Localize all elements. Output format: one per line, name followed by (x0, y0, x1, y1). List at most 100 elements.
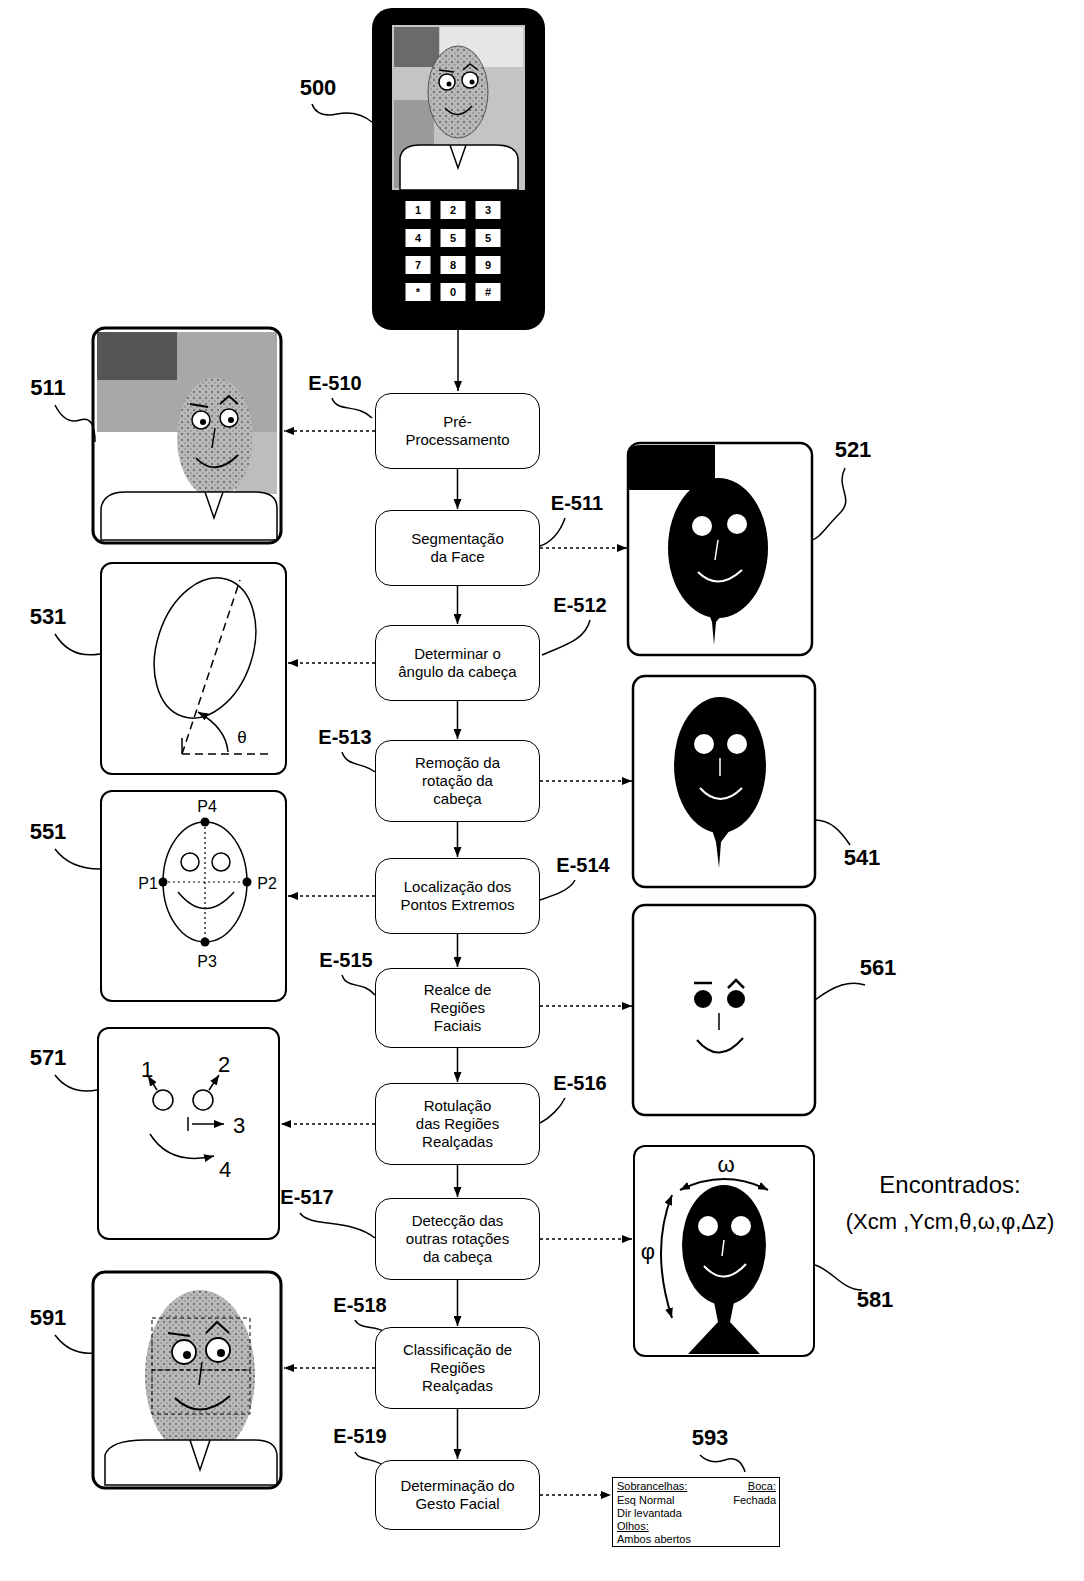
symbol-label: 4 (219, 1159, 231, 1181)
key-label: 4 (415, 233, 421, 244)
eyebrow (694, 982, 712, 985)
key (440, 201, 466, 220)
face-mask (668, 478, 768, 618)
symbol-label: 3 (233, 1115, 245, 1137)
step-label: E-519 (333, 1426, 386, 1446)
eye (212, 853, 230, 871)
neck (712, 830, 730, 868)
nose (199, 1362, 202, 1385)
flow-arrow (457, 330, 459, 391)
leader-line (55, 405, 95, 442)
yaw-arc (680, 1179, 768, 1190)
step-text: Localização dos Pontos Extremos (399, 878, 517, 914)
leader-line (815, 820, 850, 845)
callout-number: 541 (844, 847, 881, 869)
callout-number: 511 (30, 377, 66, 399)
dotted-arrow (284, 1367, 375, 1369)
note-text: Encontrados: (879, 1173, 1020, 1197)
flow-arrow (457, 822, 459, 857)
eye (192, 411, 210, 429)
callout-number: 521 (835, 439, 872, 461)
leader-line (55, 1335, 93, 1353)
step-text: Determinação do Gesto Facial (398, 1477, 518, 1513)
mouth (178, 892, 234, 909)
leader-line (815, 983, 865, 1000)
step-text: Pré- Processamento (403, 413, 513, 449)
dotted-arrow (540, 1238, 632, 1240)
step-label: E-513 (318, 727, 371, 747)
flow-arrow (457, 1280, 459, 1326)
callout-number: 561 (860, 957, 897, 979)
eyebrow (439, 64, 478, 72)
eye (727, 990, 745, 1008)
illustration-panel: 1234 (97, 1027, 280, 1240)
pupil (183, 1351, 191, 1359)
mouth (196, 455, 238, 467)
step-label: E-512 (553, 595, 606, 615)
panel-border (633, 905, 815, 1115)
leader-line (812, 468, 846, 540)
symbol-label: θ (237, 729, 246, 746)
note-text: (Xcm ,Ycm,θ,ω,φ,Δz) (846, 1211, 1055, 1233)
step-label: E-511 (551, 493, 603, 513)
collar (205, 492, 223, 518)
flow-arrow (457, 1165, 459, 1197)
callout-number: 500 (300, 77, 337, 99)
eye (727, 514, 747, 534)
leader-line (312, 104, 372, 122)
axis-line (163, 822, 247, 942)
key-label: 2 (450, 205, 456, 216)
key (440, 229, 466, 248)
symbol-label: 2 (218, 1054, 230, 1076)
dotted-arrow (288, 662, 375, 664)
symbol-label: ω (717, 1154, 734, 1176)
illustration-panel: θ (100, 562, 287, 775)
mouth (175, 1396, 230, 1410)
nose (212, 428, 215, 448)
callout-number: 531 (30, 606, 67, 628)
dotted-arrow (540, 1005, 632, 1007)
key (405, 283, 431, 302)
leader-line (300, 1213, 375, 1238)
leader-line (342, 975, 375, 995)
pupil (200, 419, 206, 425)
keypad (405, 201, 501, 302)
leader-line (540, 1098, 565, 1123)
step-label: E-518 (333, 1295, 386, 1315)
step-text: Remoção da rotação da cabeça (408, 754, 508, 808)
symbol-label: P4 (197, 799, 217, 815)
panel-background (93, 328, 281, 543)
region-box (152, 1318, 250, 1370)
eye (692, 516, 712, 536)
key (475, 283, 501, 302)
key-label: 7 (415, 260, 421, 271)
eye (731, 1216, 751, 1236)
panel-border (633, 676, 815, 887)
key-label: 9 (485, 260, 491, 271)
key-label: * (416, 287, 420, 298)
shirt (101, 492, 277, 540)
leader-line (700, 1455, 745, 1472)
symbol-label: P2 (257, 876, 277, 892)
label-arrow (192, 1123, 224, 1125)
pupil (228, 417, 234, 423)
callout-number: 551 (30, 821, 67, 843)
nose (722, 1240, 724, 1256)
phone-body (372, 8, 545, 330)
callout-number: 593 (692, 1427, 729, 1449)
panel-border (628, 443, 812, 655)
step-label: E-517 (280, 1187, 333, 1207)
preprocessed-image (93, 328, 281, 543)
step-label: E-516 (553, 1073, 606, 1093)
process-box: Classificação de Regiões Realçadas (375, 1327, 540, 1409)
leader-line (542, 620, 590, 655)
key (440, 283, 466, 302)
eye (727, 734, 747, 754)
face-mask (682, 1185, 766, 1305)
eyebrow (190, 396, 238, 407)
table-cell: Dir levantada (617, 1508, 682, 1519)
leader-line (332, 398, 372, 418)
face (428, 46, 488, 138)
